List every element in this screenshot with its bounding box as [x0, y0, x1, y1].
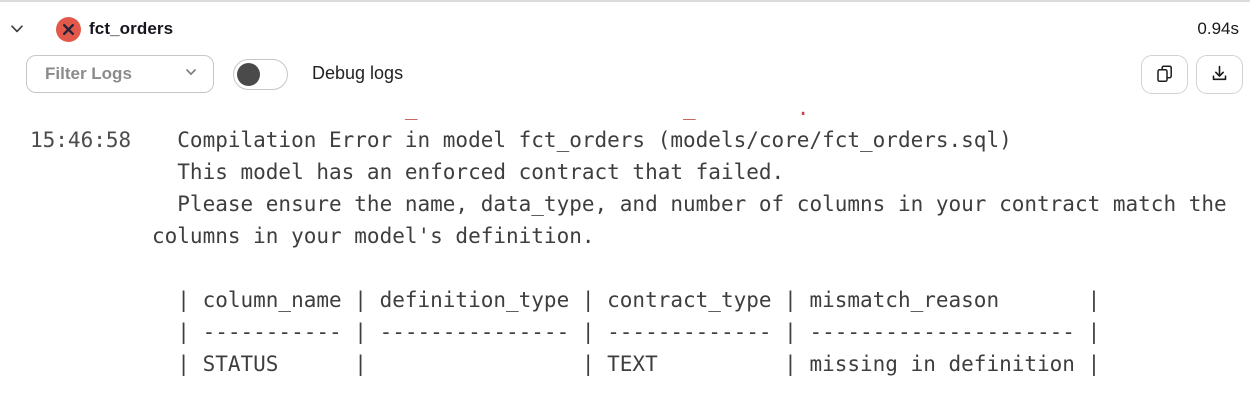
- collapse-button[interactable]: [6, 20, 28, 40]
- toggle-knob: [237, 62, 260, 86]
- log-line: Please ensure the name, data_type, and n…: [152, 192, 1227, 216]
- model-title: fct_orders: [89, 19, 174, 38]
- log-lines: _ _ . Compilation Error in model fct_ord…: [152, 98, 1227, 380]
- log-line-clipped: _ _ .: [152, 98, 810, 120]
- log-output-area: 15:46:58 _ _ . Compilation Error in mode…: [0, 98, 1250, 404]
- log-line-table-row: | STATUS | | TEXT | missing in definitio…: [152, 352, 1101, 376]
- error-status-icon: [56, 17, 81, 42]
- log-timestamp: 15:46:58: [30, 128, 132, 152]
- log-line: [152, 252, 1227, 284]
- run-duration: 0.94s: [1197, 19, 1239, 38]
- filter-logs-select[interactable]: Filter Logs: [26, 55, 214, 93]
- log-line-table-header: | column_name | definition_type | contra…: [152, 288, 1101, 312]
- copy-logs-button[interactable]: [1141, 55, 1188, 94]
- download-logs-button[interactable]: [1196, 55, 1243, 94]
- filter-logs-label: Filter Logs: [45, 64, 132, 83]
- log-line-table-separator: | ----------- | --------------- | ------…: [152, 320, 1101, 344]
- log-line: This model has an enforced contract that…: [152, 160, 785, 184]
- log-line: Compilation Error in model fct_orders (m…: [152, 128, 1012, 152]
- log-line: columns in your model's definition.: [152, 224, 595, 248]
- download-icon: [1209, 63, 1230, 87]
- chevron-down-icon: [184, 65, 198, 84]
- debug-logs-toggle[interactable]: [233, 59, 288, 90]
- debug-logs-label: Debug logs: [312, 63, 404, 83]
- chevron-down-icon: [9, 21, 25, 40]
- copy-icon: [1154, 63, 1175, 87]
